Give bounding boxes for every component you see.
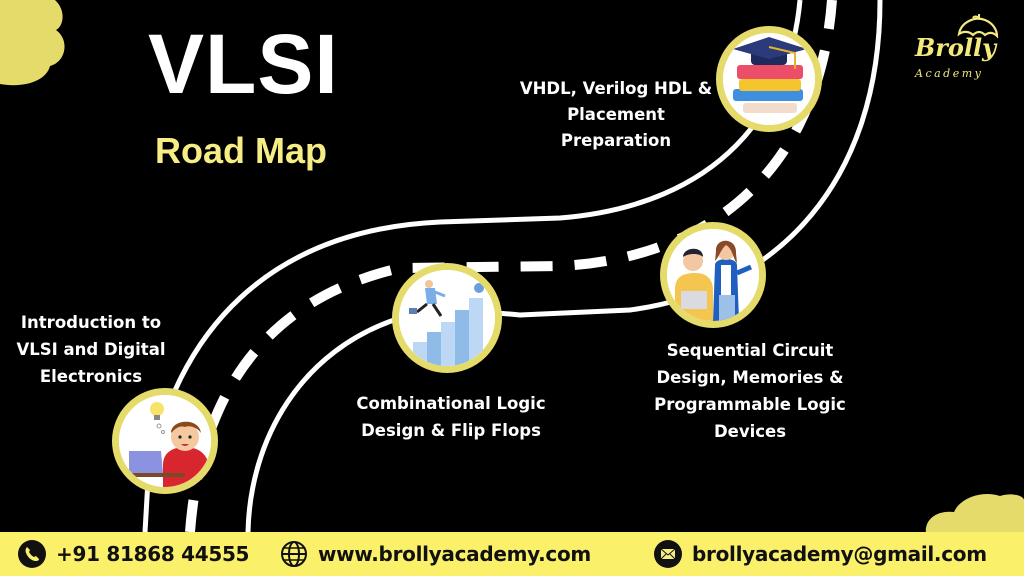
phone-icon: [18, 540, 46, 568]
umbrella-icon: [957, 14, 999, 39]
footer-email[interactable]: brollyacademy@gmail.com: [654, 532, 987, 576]
step-2-label: Combinational Logic Design & Flip Flops: [356, 394, 546, 440]
student-laptop-idea-illustration: [119, 395, 211, 487]
step-3-label: Sequential Circuit Design, Memories & Pr…: [654, 341, 846, 441]
phone-number: +91 81868 44555: [56, 542, 250, 566]
step-3-badge: [660, 222, 766, 328]
page-title: VLSI: [148, 17, 339, 111]
footer-phone[interactable]: +91 81868 44555: [18, 532, 249, 576]
step-4-badge: [716, 26, 822, 132]
website-url: www.brollyacademy.com: [318, 542, 591, 566]
page-subtitle: Road Map: [155, 130, 328, 171]
email-address: brollyacademy@gmail.com: [692, 542, 987, 566]
teacher-student-illustration: [667, 229, 759, 321]
logo-brand-text: Brolly: [915, 33, 997, 62]
graduation-cap-books-illustration: [723, 33, 815, 125]
globe-icon: [281, 541, 307, 567]
contact-footer: +91 81868 44555 www.brollyacademy.com br…: [0, 532, 1024, 576]
mail-icon: [654, 540, 682, 568]
step-2-badge: [392, 263, 502, 373]
logo-sub-text: Academy: [915, 67, 984, 80]
step-1-badge: [112, 388, 218, 494]
footer-website[interactable]: www.brollyacademy.com: [280, 532, 591, 576]
cloud-decoration-top-left: [0, 0, 65, 86]
step-4-label: VHDL, Verilog HDL & Placement Preparatio…: [519, 79, 713, 150]
man-climbing-stairs-illustration: [399, 270, 495, 366]
brolly-academy-logo[interactable]: Brolly Academy: [905, 14, 1005, 94]
step-1-label: Introduction to VLSI and Digital Electro…: [16, 313, 166, 386]
cloud-decoration-bottom-right: [925, 493, 1024, 534]
